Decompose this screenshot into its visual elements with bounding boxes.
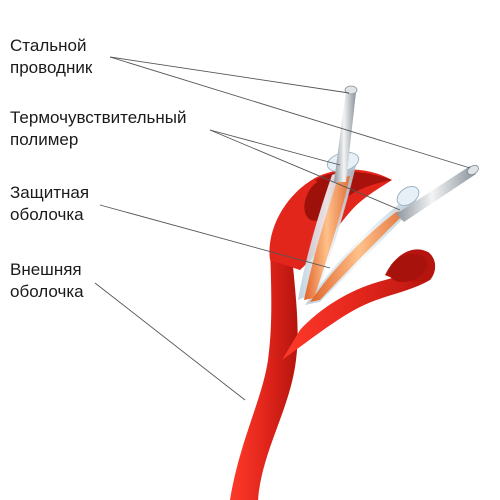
- leader-poly-left: [209, 129, 341, 166]
- label-outer-sheath-line1: Внешняя: [10, 260, 82, 279]
- leader-lines: [94, 56, 471, 401]
- steel-conductor-right-tip: [467, 164, 479, 176]
- steel-conductor-left: [334, 90, 356, 182]
- steel-conductor-left-tip: [344, 85, 358, 95]
- label-thermo-polymer: Термочувствительный полимер: [10, 107, 186, 151]
- leader-steel-left: [109, 56, 350, 94]
- label-protective-sheath: Защитная оболочка: [10, 182, 89, 226]
- steel-conductor-right: [396, 166, 476, 222]
- leader-outer: [94, 282, 246, 401]
- label-thermo-polymer-line1: Термочувствительный: [10, 108, 187, 127]
- label-protective-sheath-line2: оболочка: [10, 205, 84, 224]
- label-thermo-polymer-line2: полимер: [10, 130, 79, 149]
- label-outer-sheath: Внешняя оболочка: [10, 259, 84, 303]
- leader-poly-right: [209, 129, 401, 211]
- label-steel-conductor-line2: проводник: [10, 58, 93, 77]
- thermo-polymer-right: [310, 210, 408, 302]
- leader-steel-right: [109, 56, 471, 169]
- label-steel-conductor-line1: Стальной: [10, 36, 87, 55]
- thermo-polymer-left: [304, 176, 350, 300]
- label-outer-sheath-line2: оболочка: [10, 282, 84, 301]
- leader-shield: [99, 204, 331, 269]
- label-steel-conductor: Стальной проводник: [10, 35, 92, 79]
- outer-sheath-trunk: [230, 250, 298, 500]
- label-protective-sheath-line1: Защитная: [10, 183, 90, 202]
